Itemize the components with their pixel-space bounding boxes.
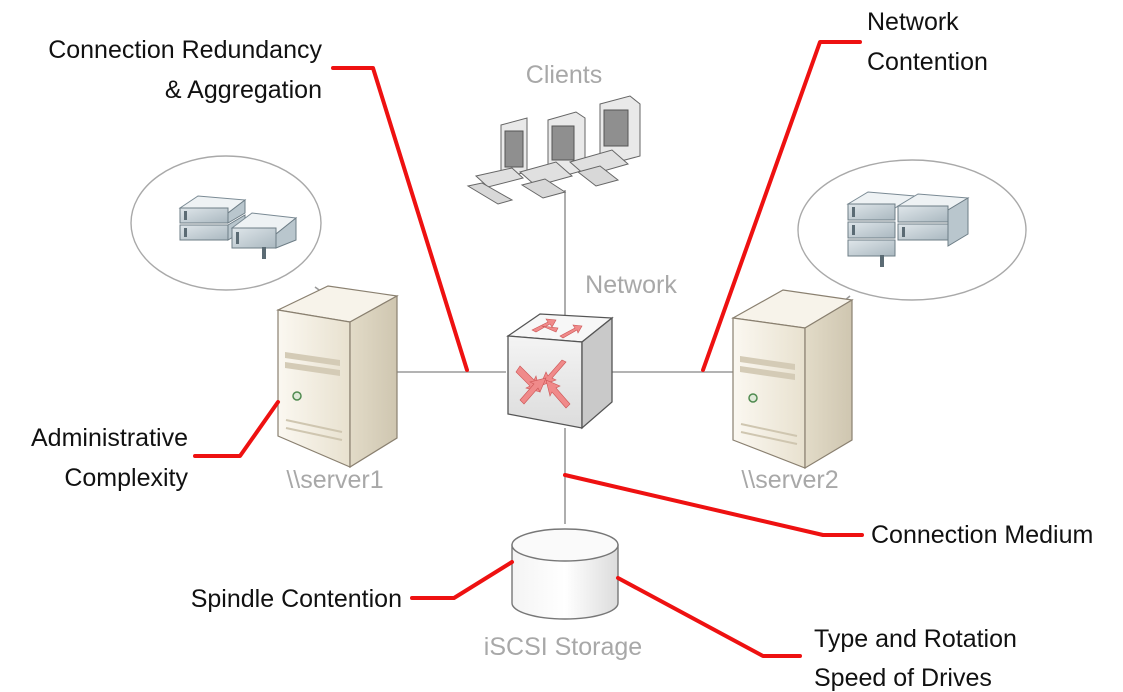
callout-spindle-contention: Spindle Contention <box>191 585 402 613</box>
server2-label: \\server2 <box>741 466 838 494</box>
network-switch-icon <box>506 313 614 430</box>
callout-line-administrative <box>193 400 280 458</box>
client-computer <box>466 117 528 205</box>
callout-administrative-line2: Complexity <box>64 464 188 492</box>
client-computer <box>568 95 641 187</box>
tower-server-icon <box>276 285 399 469</box>
callout-drive-speed-line1: Type and Rotation <box>814 625 1017 653</box>
storage-label: iSCSI Storage <box>484 633 642 661</box>
callout-drive-speed-line2: Speed of Drives <box>814 664 992 692</box>
callout-lines <box>193 40 864 658</box>
server2-tower <box>731 289 854 470</box>
callout-line-redundancy <box>331 66 469 372</box>
callout-network-contention-line1: Network <box>867 8 959 36</box>
network-label: Network <box>585 271 677 299</box>
disk-storage-icon <box>511 528 619 620</box>
callout-labels: Connection Redundancy & Aggregation Netw… <box>31 8 1093 692</box>
clients-label: Clients <box>526 61 602 89</box>
callout-administrative-line1: Administrative <box>31 424 188 452</box>
callout-line-connection-medium <box>563 473 864 537</box>
client-computer <box>518 111 586 199</box>
callout-network-contention-line2: Contention <box>867 48 988 76</box>
callout-line-network-contention <box>701 40 862 372</box>
callout-redundancy-line1: Connection Redundancy <box>48 36 322 64</box>
rack-group-left <box>130 155 322 291</box>
node-labels: Clients Network \\server1 \\server2 iSCS… <box>286 61 838 661</box>
callout-line-drive-speed <box>616 576 802 658</box>
callout-redundancy-line2: & Aggregation <box>165 76 322 104</box>
rack-group-right <box>797 159 1027 301</box>
server1-label: \\server1 <box>286 466 383 494</box>
desktop-computers-icon <box>466 95 641 205</box>
rack-server-icon <box>846 191 970 267</box>
tower-server-icon <box>731 289 854 470</box>
callout-line-spindle <box>410 560 514 600</box>
server1-tower <box>276 285 399 469</box>
callout-connection-medium: Connection Medium <box>871 521 1093 549</box>
rack-server-icon <box>178 195 298 259</box>
